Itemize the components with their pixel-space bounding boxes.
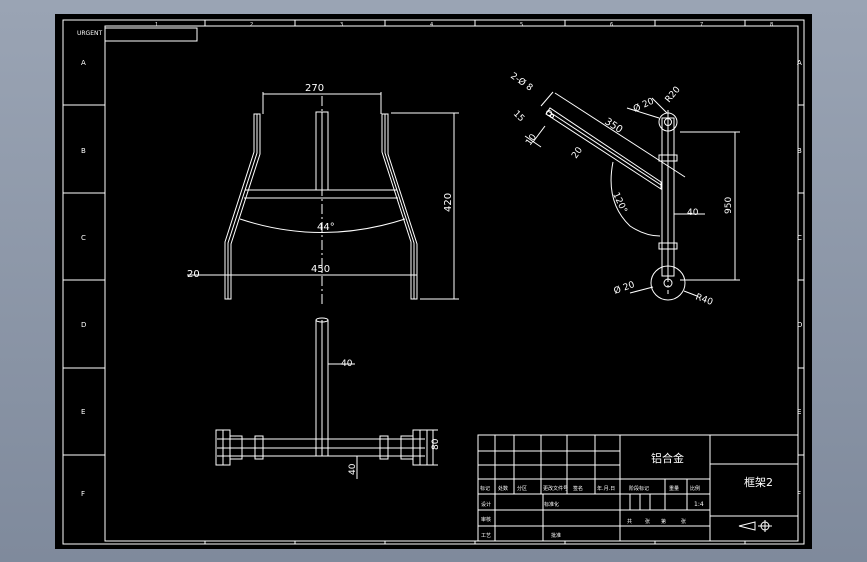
tb-scale-value: 1:4 [694, 501, 704, 508]
row-marker-right-d: D [797, 321, 802, 329]
column-marker-2: 2 [250, 22, 253, 28]
corner-label-box [104, 27, 198, 42]
dim-270: 270 [305, 83, 324, 94]
side-view [524, 91, 740, 301]
dim-20-tube: 20 [187, 269, 200, 280]
dim-top-circle-diameter: Ø 20 [632, 96, 656, 115]
dim-top-radius: R20 [664, 85, 683, 105]
row-marker-left-c: C [81, 234, 86, 242]
dim-2-holes: 2-Ø 8 [508, 70, 535, 93]
dim-bottom-circle-diameter: Ø 20 [612, 279, 636, 297]
tb-design: 设计 [481, 501, 491, 508]
dim-450: 450 [311, 264, 330, 275]
tb-review: 审核 [481, 516, 491, 523]
dim-15: 15 [511, 109, 526, 124]
dim-420: 420 [443, 193, 454, 212]
title-block [477, 434, 799, 542]
top-view [215, 317, 438, 479]
material-label: 铝合金 [651, 451, 684, 465]
column-marker-8: 8 [770, 22, 773, 28]
tb-weight: 重量 [669, 485, 679, 492]
corner-label: URGENT [77, 30, 102, 37]
row-marker-right-e: E [797, 408, 801, 416]
dim-350: 350 [602, 116, 624, 136]
dim-950: 950 [724, 197, 734, 214]
tb-standard: 标准化 [544, 501, 559, 508]
inner-frame [104, 25, 799, 542]
dim-10: 10 [524, 132, 539, 147]
tb-approve: 批准 [551, 532, 561, 539]
row-marker-left-a: A [81, 59, 86, 67]
dim-40-top-view: 40 [341, 359, 353, 369]
dim-20-diag: 20 [570, 145, 585, 160]
column-marker-3: 3 [340, 22, 343, 28]
tb-scale: 比例 [690, 485, 700, 492]
column-marker-4: 4 [430, 22, 433, 28]
dim-80: 80 [431, 438, 441, 450]
drawing-canvas: URGENT A B C D E F A B C D E F 1 2 3 4 5… [62, 19, 805, 545]
row-marker-left-d: D [81, 321, 86, 329]
dim-44-angle: 44° [317, 222, 335, 233]
row-marker-right-f: F [797, 490, 801, 498]
tb-change-doc: 更改文件号 [543, 485, 568, 492]
dim-120-angle: 120° [610, 191, 628, 215]
tb-mark: 标记 [480, 485, 490, 492]
tb-stage-mark: 阶段标记 [629, 485, 649, 492]
drawing-sheet: URGENT A B C D E F A B C D E F 1 2 3 4 5… [55, 14, 812, 549]
column-marker-1: 1 [155, 22, 158, 28]
dim-40-top-view-bottom: 40 [348, 463, 358, 475]
row-marker-left-f: F [81, 490, 85, 498]
column-marker-7: 7 [700, 22, 703, 28]
drawing-name: 框架2 [744, 476, 773, 489]
dim-40-side: 40 [687, 208, 699, 218]
outer-frame [62, 19, 805, 545]
tb-sheet-total: 共 [627, 518, 632, 525]
tb-process: 工艺 [481, 533, 491, 539]
column-marker-5: 5 [520, 22, 523, 28]
tb-date: 年.月.日 [597, 485, 615, 492]
row-marker-right-c: C [797, 234, 802, 242]
tb-sheet-no: 第 [661, 518, 666, 525]
tb-signature: 签名 [573, 485, 583, 492]
tb-sheet-of: 张 [645, 518, 650, 525]
row-marker-right-b: B [797, 147, 802, 155]
row-marker-left-e: E [81, 408, 85, 416]
row-marker-right-a: A [797, 59, 802, 67]
front-view [187, 92, 459, 306]
tb-sheet-no-unit: 张 [681, 518, 686, 525]
tb-zone: 分区 [517, 485, 527, 492]
column-marker-6: 6 [610, 22, 613, 28]
tb-count: 处数 [498, 485, 508, 492]
row-marker-left-b: B [81, 147, 86, 155]
dim-bottom-radius: R40 [694, 292, 714, 308]
